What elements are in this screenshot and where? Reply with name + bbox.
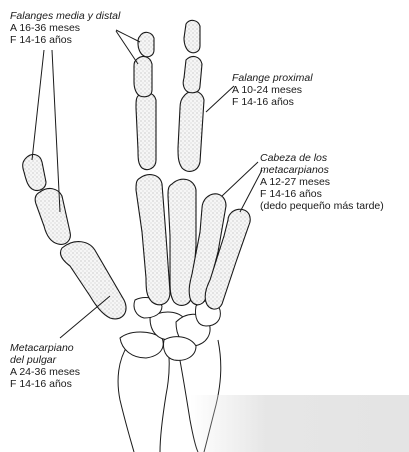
- index-distal-phalanx: [138, 32, 154, 56]
- index-finger-bones: [134, 32, 170, 304]
- label-title: Falange proximal: [232, 72, 313, 84]
- label-phalanges-middle-distal: Falanges media y distal A 16-36 meses F …: [10, 10, 120, 46]
- label-appearance: A 10-24 meses: [232, 84, 313, 96]
- carpal-bones: [120, 298, 220, 361]
- label-title-line2: del pulgar: [10, 354, 80, 366]
- middle-distal-phalanx: [184, 20, 200, 52]
- bottom-shading: [190, 395, 409, 452]
- label-metacarpal-heads: Cabeza de los metacarpianos A 12-27 mese…: [260, 152, 384, 212]
- label-appearance: A 12-27 meses: [260, 176, 384, 188]
- middle-middle-phalanx: [183, 57, 202, 93]
- label-title-line1: Cabeza de los: [260, 152, 384, 164]
- thumb-bones: [23, 155, 126, 319]
- label-fusion: F 14-16 años: [10, 378, 80, 390]
- label-appearance: A 24-36 meses: [10, 366, 80, 378]
- label-fusion: F 14-16 años: [260, 188, 384, 200]
- thumb-proximal-phalanx: [35, 189, 70, 245]
- label-title-line1: Metacarpiano: [10, 342, 80, 354]
- thumb-metacarpal-bone: [60, 242, 126, 319]
- label-appearance: A 16-36 meses: [10, 22, 120, 34]
- label-title: Falanges media y distal: [10, 10, 120, 22]
- middle-proximal-phalanx: [178, 91, 204, 171]
- label-title-line2: metacarpianos: [260, 164, 384, 176]
- label-proximal-phalanx: Falange proximal A 10-24 meses F 14-16 a…: [232, 72, 313, 108]
- index-metacarpal-bone: [136, 175, 170, 305]
- label-fusion: F 14-16 años: [10, 34, 120, 46]
- label-thumb-metacarpal: Metacarpiano del pulgar A 24-36 meses F …: [10, 342, 80, 390]
- label-fusion: F 14-16 años: [232, 96, 313, 108]
- thumb-distal-phalanx: [23, 155, 46, 191]
- label-note: (dedo pequeño más tarde): [260, 200, 384, 212]
- index-proximal-phalanx: [136, 93, 156, 170]
